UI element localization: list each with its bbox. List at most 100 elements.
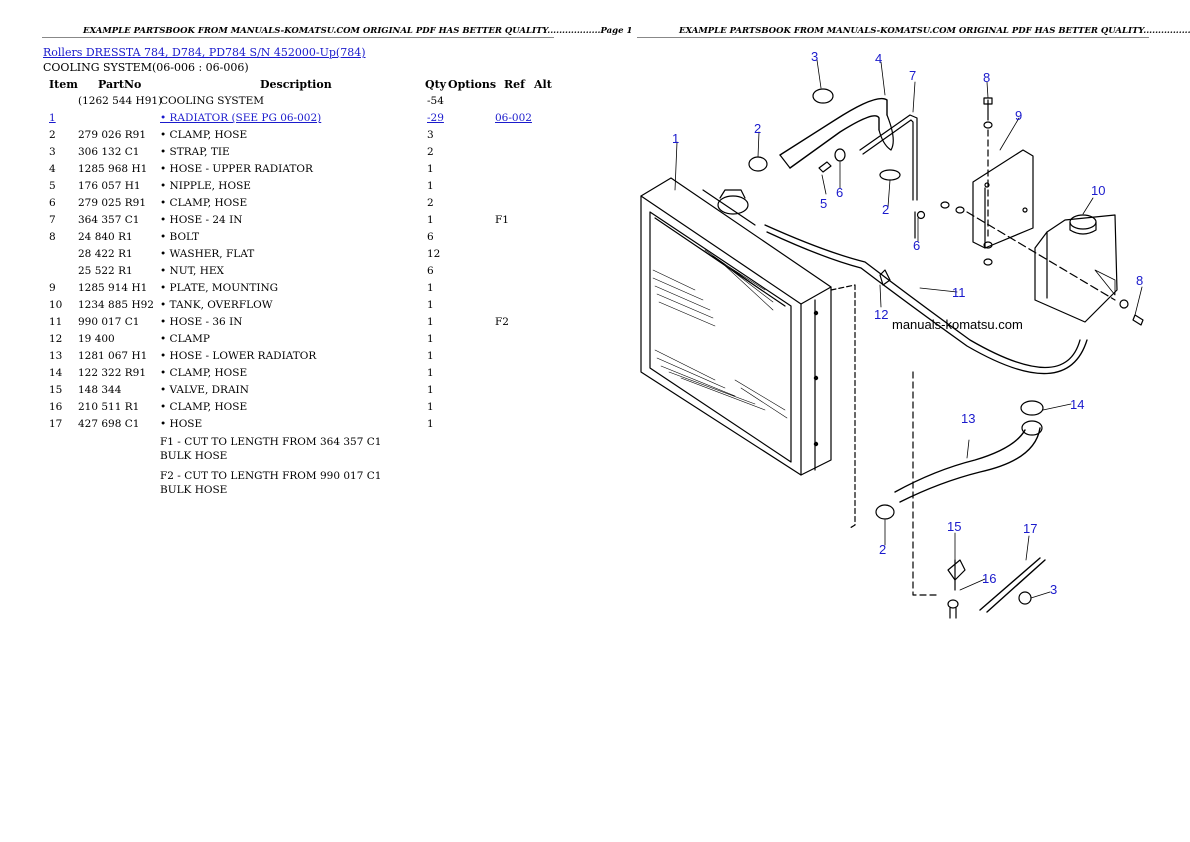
callout-1: 1	[672, 131, 679, 146]
item-number: 6	[49, 197, 56, 209]
item-number: 3	[49, 146, 56, 158]
column-header-options: Options	[448, 78, 497, 91]
callout-6b: 6	[913, 238, 920, 253]
callout-9: 9	[1015, 108, 1022, 123]
part-number: 1234 885 H92	[78, 299, 154, 311]
part-quantity: 2	[427, 197, 434, 209]
header-divider	[637, 37, 1149, 38]
part-quantity: 1	[427, 163, 434, 175]
callout-8: 8	[983, 70, 990, 85]
callout-6: 6	[836, 185, 843, 200]
part-number: 122 322 R91	[78, 367, 147, 379]
callout-17: 17	[1023, 521, 1037, 536]
callout-3b: 3	[1050, 582, 1057, 597]
part-description: • PLATE, MOUNTING	[160, 282, 279, 294]
column-header-ref: Ref	[504, 78, 525, 91]
part-description: • TANK, OVERFLOW	[160, 299, 273, 311]
item-number: 16	[49, 401, 63, 413]
column-header-item: Item	[49, 78, 78, 91]
cooling-system-diagram: 1 2 3 4 5 6 7 8 9 10 11 12 13 14 2 6 8 1…	[640, 49, 1144, 619]
part-number: 176 057 H1	[78, 180, 141, 192]
part-quantity: 1	[427, 333, 434, 345]
item-number: 9	[49, 282, 56, 294]
table-row: (1262 544 H91)COOLING SYSTEM -54	[0, 95, 595, 112]
footnote-f1: F1 - CUT TO LENGTH FROM 364 357 C1 BULK …	[160, 436, 382, 462]
radiator-drawing	[640, 177, 856, 529]
page-header: EXAMPLE PARTSBOOK FROM MANUALS-KOMATSU.C…	[679, 26, 1190, 36]
part-description: • BOLT	[160, 231, 200, 243]
table-row: 1 • RADIATOR (SEE PG 06-002) -29 06-002	[0, 112, 595, 129]
part-number: 210 511 R1	[78, 401, 140, 413]
machine-title-link[interactable]: Rollers DRESSTA 784, D784, PD784 S/N 452…	[43, 46, 366, 59]
part-description: COOLING SYSTEM	[160, 95, 265, 107]
item-number: 7	[49, 214, 56, 226]
item-number: 5	[49, 180, 56, 192]
part-description[interactable]: • RADIATOR (SEE PG 06-002)	[160, 112, 322, 124]
part-number: 25 522 R1	[78, 265, 133, 277]
part-quantity: 12	[427, 248, 441, 260]
part-quantity: 6	[427, 265, 434, 277]
part-quantity: 1	[427, 180, 434, 192]
part-description: • HOSE - 36 IN	[160, 316, 243, 328]
callout-3: 3	[811, 49, 818, 64]
part-number: 1285 968 H1	[78, 163, 148, 175]
part-quantity: 6	[427, 231, 434, 243]
item-number: 15	[49, 384, 63, 396]
part-description: • HOSE	[160, 418, 203, 430]
callout-2b: 2	[882, 202, 889, 217]
callout-2c: 2	[879, 542, 886, 557]
column-header-alt: Alt	[534, 78, 552, 91]
part-quantity: 1	[427, 299, 434, 311]
item-number: 17	[49, 418, 63, 430]
table-row: 25 522 R1 • NUT, HEX 6	[0, 265, 595, 282]
part-description: • WASHER, FLAT	[160, 248, 255, 260]
callout-15: 15	[947, 519, 961, 534]
callout-16: 16	[982, 571, 996, 586]
column-header-partno: PartNo	[98, 78, 142, 91]
footnote-f2: F2 - CUT TO LENGTH FROM 990 017 C1 BULK …	[160, 470, 382, 496]
callout-5: 5	[820, 196, 827, 211]
part-reference: F1	[495, 214, 509, 226]
part-reference[interactable]: 06-002	[495, 112, 532, 124]
part-description: • HOSE - UPPER RADIATOR	[160, 163, 313, 175]
part-description: • NUT, HEX	[160, 265, 224, 277]
item-number: 11	[49, 316, 63, 328]
part-description: • CLAMP, HOSE	[160, 197, 248, 209]
part-number: 1285 914 H1	[78, 282, 148, 294]
part-quantity: -54	[427, 95, 444, 107]
exploded-diagram-page: EXAMPLE PARTSBOOK FROM MANUALS-KOMATSU.C…	[595, 0, 1190, 842]
parts-list-page: EXAMPLE PARTSBOOK FROM MANUALS-KOMATSU.C…	[0, 26, 632, 496]
callout-7: 7	[909, 68, 916, 83]
part-description: • CLAMP, HOSE	[160, 367, 248, 379]
table-row: 9 1285 914 H1 • PLATE, MOUNTING 1	[0, 282, 595, 299]
part-number: 364 357 C1	[78, 214, 140, 226]
item-number: 13	[49, 350, 63, 362]
item-number[interactable]: 1	[49, 112, 56, 124]
callout-12: 12	[874, 307, 888, 322]
part-quantity: 1	[427, 316, 434, 328]
watermark-text: manuals-komatsu.com	[892, 317, 1023, 332]
part-quantity: 1	[427, 384, 434, 396]
section-title: COOLING SYSTEM(06-006 : 06-006)	[43, 61, 249, 74]
part-description: • CLAMP, HOSE	[160, 129, 248, 141]
page-header: EXAMPLE PARTSBOOK FROM MANUALS-KOMATSU.C…	[83, 26, 633, 36]
item-number: 12	[49, 333, 63, 345]
part-quantity[interactable]: -29	[427, 112, 444, 124]
callout-2: 2	[754, 121, 761, 136]
part-number: 427 698 C1	[78, 418, 140, 430]
part-quantity: 1	[427, 282, 434, 294]
part-number: (1262 544 H91)	[78, 95, 163, 107]
item-number: 8	[49, 231, 56, 243]
column-header-qty: Qty	[425, 78, 447, 91]
